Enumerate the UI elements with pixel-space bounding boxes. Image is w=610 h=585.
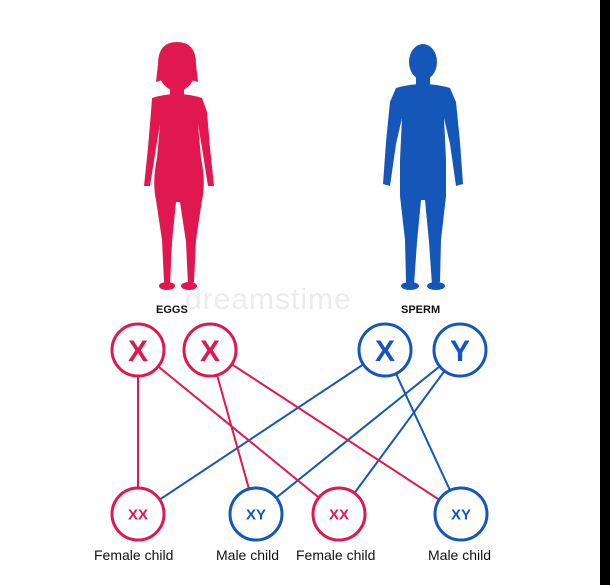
child-label-4: Male child [428, 547, 492, 563]
child-genotype-3-ring [311, 486, 367, 542]
parent-chromosome-4-ring [432, 322, 488, 378]
parent-chromosome-4: Y [432, 322, 488, 378]
child-genotype-4-text: XY [451, 506, 471, 523]
child-genotype-2-ring [228, 486, 284, 542]
frame-edge [600, 0, 610, 585]
link-line-p1-c3 [137, 349, 340, 515]
parent-chromosome-4-text: Y [450, 335, 470, 368]
eggs-label: EGGS [156, 304, 188, 316]
parent-chromosome-1: X [110, 322, 166, 378]
child-label-3: Female child [296, 547, 376, 563]
parent-chromosome-3-ring [357, 322, 413, 378]
child-genotype-2-text: XY [246, 506, 266, 523]
link-line-p4-c2 [255, 349, 461, 515]
child-genotype-3: XX [311, 486, 367, 542]
child-label-1: Female child [94, 547, 174, 563]
male-silhouette [383, 44, 463, 290]
child-genotypes: XX XY XX XY [110, 486, 489, 542]
child-genotype-1-ring [110, 486, 166, 542]
parent-chromosome-1-ring [110, 322, 166, 378]
parent-chromosome-2-ring [182, 322, 238, 378]
link-line-p3-c1 [137, 349, 386, 515]
link-line-p2-c4 [209, 349, 462, 515]
parent-chromosome-2-text: X [200, 335, 220, 368]
watermark: dreamstime [185, 283, 352, 316]
parent-chromosome-3-text: X [375, 335, 395, 368]
child-genotype-1-text: XX [128, 506, 148, 523]
parent-chromosome-2: X [182, 322, 238, 378]
parent-chromosome-3: X [357, 322, 413, 378]
child-genotype-4-ring [433, 486, 489, 542]
inheritance-lines [137, 349, 462, 515]
link-line-p4-c3 [338, 349, 461, 515]
child-genotype-3-text: XX [329, 506, 349, 523]
sperm-label: SPERM [401, 304, 441, 316]
female-silhouette [144, 42, 214, 290]
parent-chromosome-1-text: X [128, 335, 148, 368]
child-label-2: Male child [216, 547, 280, 563]
link-line-p3-c4 [384, 349, 462, 515]
link-line-p2-c2 [209, 349, 257, 515]
child-genotype-1: XX [110, 486, 166, 542]
child-genotype-4: XY [433, 486, 489, 542]
child-genotype-2: XY [228, 486, 284, 542]
